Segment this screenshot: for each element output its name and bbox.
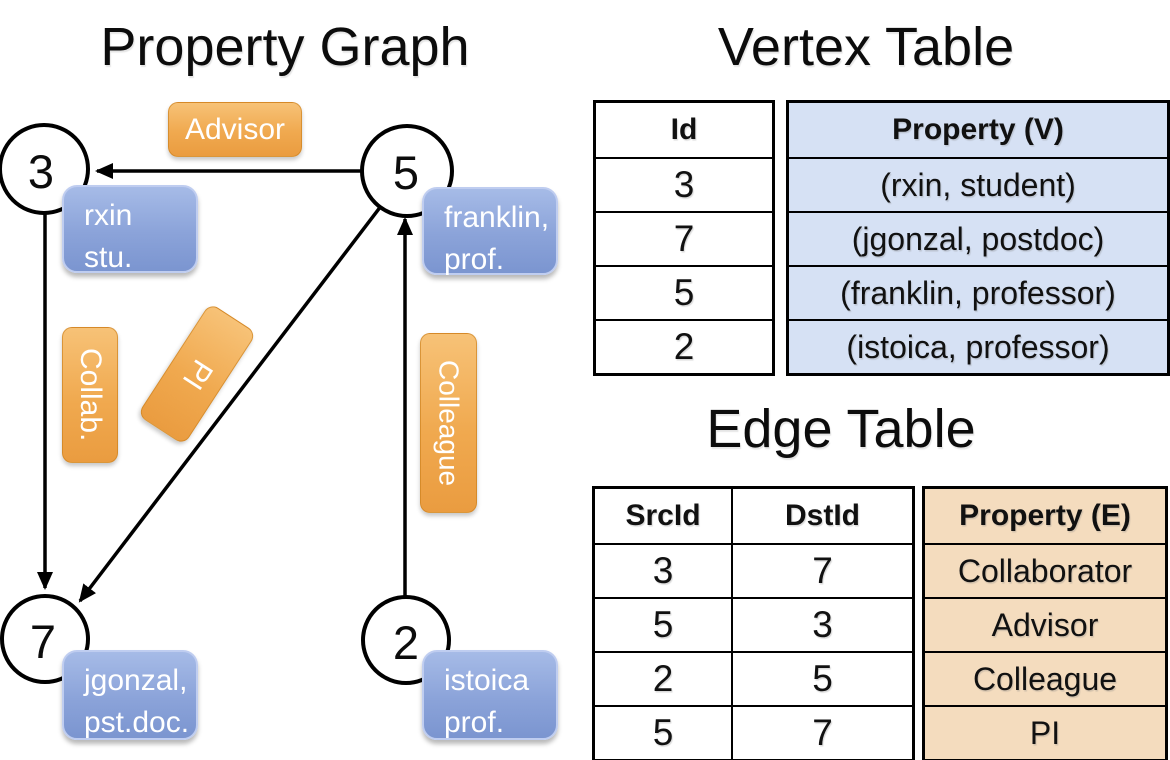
node-id-5: 5 [392,146,420,199]
edge-table-id-columns: SrcId DstId 3 7 5 3 2 5 5 7 [592,486,915,760]
node-id-2: 2 [392,616,420,669]
vertex-property-line: prof. [444,243,505,276]
edge-label-pi-text: PI [175,353,219,396]
edge-label-collaborator-text: Collab. [74,348,107,442]
vertex-table: Id 3 7 5 2 Property (V) (rxin, student) … [593,100,1170,376]
vertex-property-box-3: rxin stu. [62,185,198,274]
vertex-property-box-2: istoica prof. [422,650,558,740]
vertex-table-property-column: Property (V) (rxin, student) (jgonzal, p… [786,100,1170,376]
vertex-table-id-column: Id 3 7 5 2 [593,100,775,376]
edge-5-to-7 [78,204,383,603]
vertex-table-property-cell: (rxin, student) [789,157,1167,211]
vertex-table-property-cell: (franklin, professor) [789,265,1167,319]
vertex-table-id-cell: 3 [596,157,772,211]
vertex-property-line: rxin [84,199,133,232]
edge-table-src-cell: 3 [595,543,733,597]
node-id-7: 7 [29,615,57,668]
vertex-property-line: stu. [84,241,133,274]
edge-table: SrcId DstId 3 7 5 3 2 5 5 7 Property (E)… [592,486,1168,760]
vertex-table-id-cell: 7 [596,211,772,265]
node-id-3: 3 [27,145,55,198]
edge-label-colleague-text: Colleague [433,359,465,487]
edge-table-src-cell: 5 [595,597,733,651]
edge-table-property-cell: Collaborator [925,543,1165,597]
edge-table-header-srcid: SrcId [595,489,733,543]
vertex-table-property-cell: (istoica, professor) [789,319,1167,373]
edge-table-property-cell: PI [925,705,1165,759]
vertex-property-line: prof. [444,706,505,739]
vertex-table-id-cell: 5 [596,265,772,319]
vertex-property-line: pst.doc. [84,706,190,739]
edge-table-dst-cell: 7 [733,705,912,759]
edge-label-advisor-text: Advisor [184,112,286,146]
edge-table-src-cell: 5 [595,705,733,759]
edge-table-property-column: Property (E) Collaborator Advisor Collea… [922,486,1168,760]
vertex-table-header-id: Id [670,113,698,146]
edge-label-advisor: Advisor [168,102,302,157]
property-graph-title: Property Graph [100,17,470,77]
edge-table-title: Edge Table [706,399,976,459]
edge-table-src-cell: 2 [595,651,733,705]
vertex-property-line: franklin, [444,201,550,234]
edge-table-property-cell: Advisor [925,597,1165,651]
vertex-property-box-5: franklin, prof. [422,187,558,276]
vertex-table-property-cell: (jgonzal, postdoc) [789,211,1167,265]
vertex-table-header-property: Property (V) [892,113,1064,146]
edge-table-header-property: Property (E) [959,499,1131,532]
edge-label-collaborator: Collab. [62,327,118,463]
edge-table-dst-cell: 7 [733,543,912,597]
edge-table-dst-cell: 3 [733,597,912,651]
vertex-table-id-cell: 2 [596,319,772,373]
edge-table-dst-cell: 5 [733,651,912,705]
vertex-property-line: istoica [444,664,530,697]
edge-label-colleague: Colleague [420,333,477,513]
edge-table-property-cell: Colleague [925,651,1165,705]
vertex-property-box-7: jgonzal, pst.doc. [62,650,198,740]
vertex-property-line: jgonzal, [84,664,188,697]
vertex-table-title: Vertex Table [717,17,1015,77]
edge-table-header-dstid: DstId [785,499,860,532]
